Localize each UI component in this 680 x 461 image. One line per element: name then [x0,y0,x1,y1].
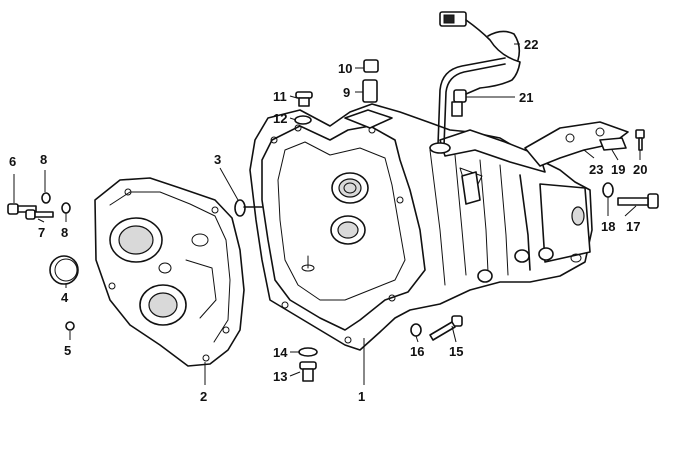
callout-10: 10 [338,61,352,76]
callout-7: 7 [38,225,45,240]
callout-22: 22 [524,37,538,52]
sensor-part-21 [451,89,467,117]
callout-6: 6 [9,154,16,169]
washer-part-12 [294,115,312,125]
cable-connector-part-22 [439,11,521,95]
cap-disk-part-4 [49,255,79,285]
callout-8-upper: 8 [40,152,47,167]
callout-5: 5 [64,343,71,358]
callout-15: 15 [449,344,463,359]
callout-23: 23 [589,162,603,177]
bolt-part-7 [25,209,54,220]
clip-part-19 [599,137,627,151]
seal-plug-part-3 [234,199,263,217]
gearbox-housing [249,57,629,351]
callout-13: 13 [273,369,287,384]
washer-part-16 [410,323,422,337]
screw-part-20 [635,129,645,151]
callout-12: 12 [273,111,287,126]
bolt-part-15 [429,315,463,341]
callout-14: 14 [273,345,288,360]
callout-11: 11 [273,89,287,104]
callout-labels: 1 2 3 4 5 6 7 8 8 9 10 11 12 13 14 15 16… [9,37,647,404]
callout-2: 2 [200,389,207,404]
callout-4: 4 [61,290,69,305]
callout-20: 20 [633,162,647,177]
callout-17: 17 [626,219,640,234]
washer-part-8-upper [41,192,51,204]
callout-19: 19 [611,162,625,177]
washer-part-8-lower [61,202,71,214]
callout-8-lower: 8 [61,225,68,240]
callout-21: 21 [519,90,533,105]
side-cover [94,177,245,367]
bolt-part-17 [617,193,659,209]
drain-plug-part-13 [299,361,317,382]
callout-3: 3 [214,152,221,167]
plug-part-11 [295,91,313,107]
washer-part-18 [602,182,614,198]
leader-lines [13,43,641,385]
callout-16: 16 [410,344,424,359]
washer-part-14 [298,347,318,357]
callout-18: 18 [601,219,615,234]
callout-9: 9 [343,85,350,100]
callout-1: 1 [358,389,365,404]
ball-part-5 [65,321,75,331]
bushing-parts-9-10 [362,59,379,103]
